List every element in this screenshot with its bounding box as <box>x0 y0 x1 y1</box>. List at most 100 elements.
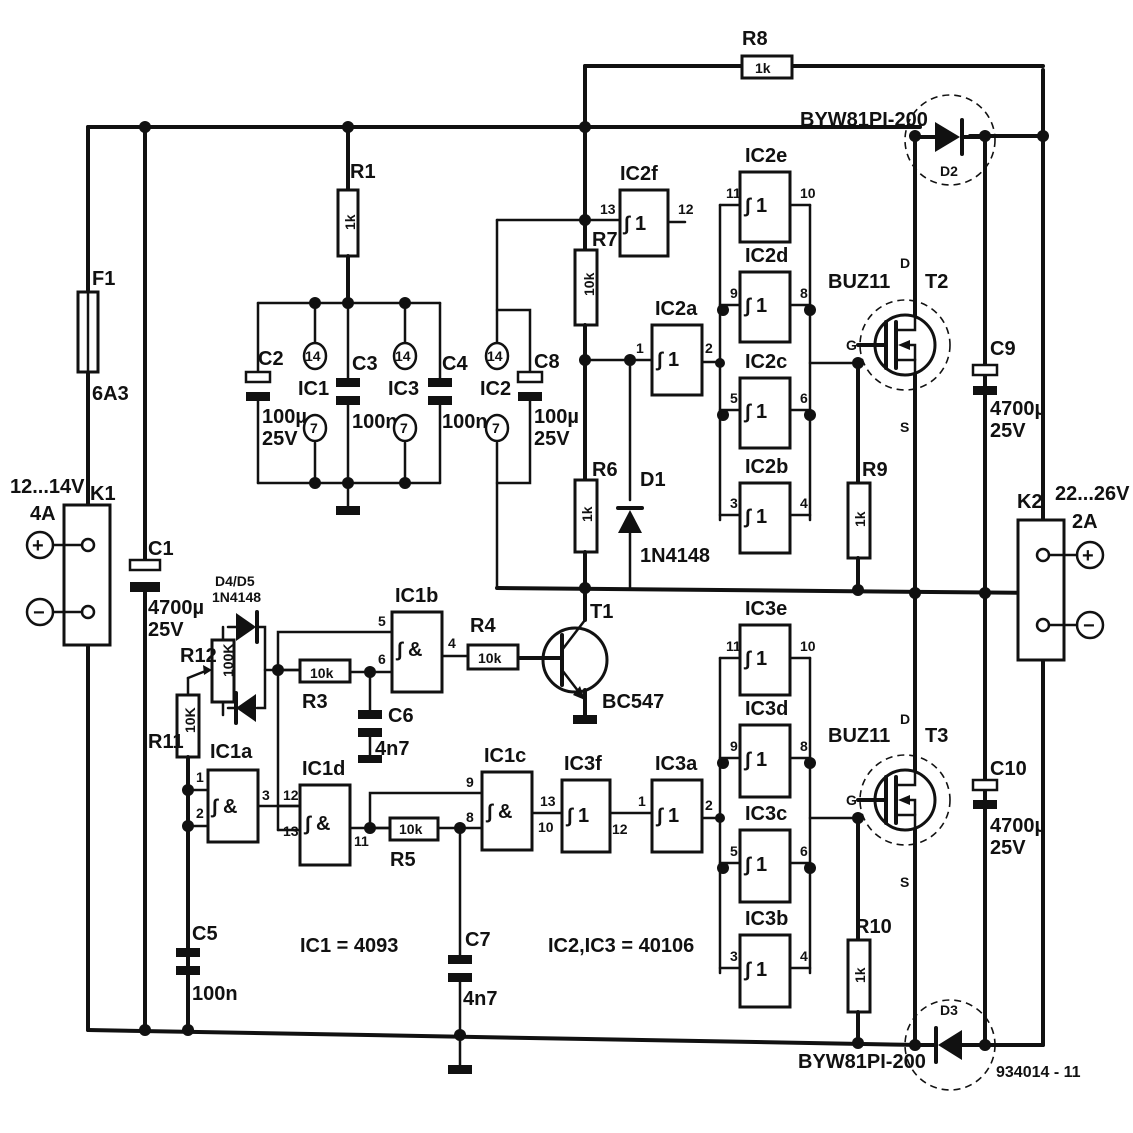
ic2f-symbol: ∫ 1 <box>622 213 646 235</box>
diode-d2: BYW81PI-200 D2 <box>800 94 996 186</box>
ic3e-pin10: 10 <box>800 638 816 654</box>
ic1-supply-label: IC1 <box>298 378 329 400</box>
d1-value: 1N4148 <box>640 545 710 567</box>
ic3e-symbol: ∫ 1 <box>743 648 767 670</box>
ic3d-pin9: 9 <box>730 738 738 754</box>
ic3-buffer-bank: 11 10 ∫ 1 IC3e 9 8 ∫ 1 IC3d 5 6 ∫ 1 IC3c… <box>718 598 860 1009</box>
k1-voltage: 12...14V <box>10 476 85 498</box>
ic1d-label: IC1d <box>302 758 345 780</box>
resistor-r10: R10 1k <box>846 816 892 1045</box>
ic3e-pin11: 11 <box>726 638 741 654</box>
ic3b-pin4: 4 <box>800 948 808 964</box>
d45-type: 1N4148 <box>212 589 261 605</box>
c4-value: 100n <box>442 411 488 433</box>
d2-label: D2 <box>940 163 958 179</box>
r5-label: R5 <box>390 849 416 871</box>
ic2b-symbol: ∫ 1 <box>743 506 767 528</box>
ic3d-pin8: 8 <box>800 738 808 754</box>
ic1d-nand: 12 13 11 ∫ & IC1d <box>276 668 392 867</box>
c7-value: 4n7 <box>463 988 497 1010</box>
c9-label: C9 <box>990 338 1016 360</box>
ic1a-label: IC1a <box>210 741 253 763</box>
ic2f-pin13: 13 <box>600 201 616 217</box>
ic2a-pin2: 2 <box>705 340 713 356</box>
ic1a-pin2: 2 <box>196 805 204 821</box>
r12-value: 100K <box>220 644 236 677</box>
d3-type: BYW81PI-200 <box>798 1051 926 1073</box>
c2-voltage: 25V <box>262 428 298 450</box>
t2-drain: D <box>900 255 910 271</box>
c6-value: 4n7 <box>375 738 409 760</box>
ic1c-pin13: 13 <box>540 793 556 809</box>
k1-current: 4A <box>30 503 56 525</box>
capacitor-c9: C9 4700µ 25V <box>971 338 1046 442</box>
ic1b-symbol: ∫ & <box>395 639 422 661</box>
mosfet-t3: BUZ11 T3 D G S <box>828 711 951 890</box>
ic2d-pin8: 8 <box>800 285 808 301</box>
c10-label: C10 <box>990 758 1027 780</box>
ic2-pin7: 7 <box>492 420 500 436</box>
r8-value: 1k <box>755 60 771 76</box>
r9-value: 1k <box>852 511 868 527</box>
r11-label: R11 <box>148 731 184 753</box>
ic2b-pin3: 3 <box>730 495 738 511</box>
note-ic1-type: IC1 = 4093 <box>300 935 398 957</box>
ic1b-pin4: 4 <box>448 635 456 651</box>
ic2f-label: IC2f <box>620 163 658 185</box>
c1-voltage: 25V <box>148 619 184 641</box>
ic3e-label: IC3e <box>745 598 787 620</box>
connector-k1: + − 12...14V K1 4A <box>10 476 116 647</box>
ic2c-pin6: 6 <box>800 390 808 406</box>
t1-label: T1 <box>590 601 613 623</box>
t2-type: BUZ11 <box>828 271 890 293</box>
ic3-pin7: 7 <box>400 420 408 436</box>
ic2a-inverter: 1 2 ∫ 1 IC2a <box>628 298 722 397</box>
ic2-pin14: 14 <box>487 348 503 364</box>
ic1a-symbol: ∫ & <box>210 796 237 818</box>
ic3c-pin5: 5 <box>730 843 738 859</box>
c1-value: 4700µ <box>148 597 204 619</box>
k2-current: 2A <box>1072 511 1098 533</box>
ic1c-pin10: 10 <box>538 819 554 835</box>
t3-type: BUZ11 <box>828 725 890 747</box>
connector-k2: + − K2 22...26V 2A <box>1016 483 1130 662</box>
k1-label: K1 <box>90 483 116 505</box>
c6-label: C6 <box>388 705 414 727</box>
c7-label: C7 <box>465 929 491 951</box>
d3-label: D3 <box>940 1002 958 1018</box>
ic1b-label: IC1b <box>395 585 438 607</box>
c4-label: C4 <box>442 353 468 375</box>
k2-label: K2 <box>1017 491 1043 513</box>
ic3a-symbol: ∫ 1 <box>655 805 679 827</box>
r4-label: R4 <box>470 615 496 637</box>
r10-value: 1k <box>852 967 868 983</box>
supply-rails <box>86 68 1045 1047</box>
ic2f-pin12: 12 <box>678 201 694 217</box>
c8-voltage: 25V <box>534 428 570 450</box>
ic1d-pin11: 11 <box>354 833 369 849</box>
ic1a-pin3: 3 <box>262 787 270 803</box>
ic1c-pin8: 8 <box>466 809 474 825</box>
d2-type: BYW81PI-200 <box>800 109 928 131</box>
ic3f-label: IC3f <box>564 753 602 775</box>
ic3b-label: IC3b <box>745 908 788 930</box>
ic2f-inverter: 13 12 ∫ 1 IC2f <box>583 163 694 258</box>
decoupling-network: C2 100µ 25V C3 100n C4 100n 14 IC1 7 14 … <box>244 301 488 515</box>
r7-label: R7 <box>592 229 618 251</box>
ic2c-pin5: 5 <box>730 390 738 406</box>
ic2d-symbol: ∫ 1 <box>743 295 767 317</box>
r7-value: 10k <box>581 272 597 296</box>
ic2-buffer-bank: 11 10 ∫ 1 IC2e 9 8 ∫ 1 IC2d 5 6 ∫ 1 IC2c… <box>718 145 860 555</box>
t2-source: S <box>900 419 909 435</box>
fuse-f1: F1 6A3 <box>76 268 129 405</box>
r11-value: 10K <box>182 707 198 733</box>
r6-value: 1k <box>579 506 595 522</box>
ic2c-label: IC2c <box>745 351 787 373</box>
ic3c-symbol: ∫ 1 <box>743 854 767 876</box>
mosfet-t2: BUZ11 T2 D G S <box>828 255 951 435</box>
r1-value: 1k <box>342 214 358 230</box>
k1-minus-label: − <box>33 602 45 624</box>
figure-number: 934014 - 11 <box>996 1064 1081 1081</box>
ic2c-symbol: ∫ 1 <box>743 401 767 423</box>
